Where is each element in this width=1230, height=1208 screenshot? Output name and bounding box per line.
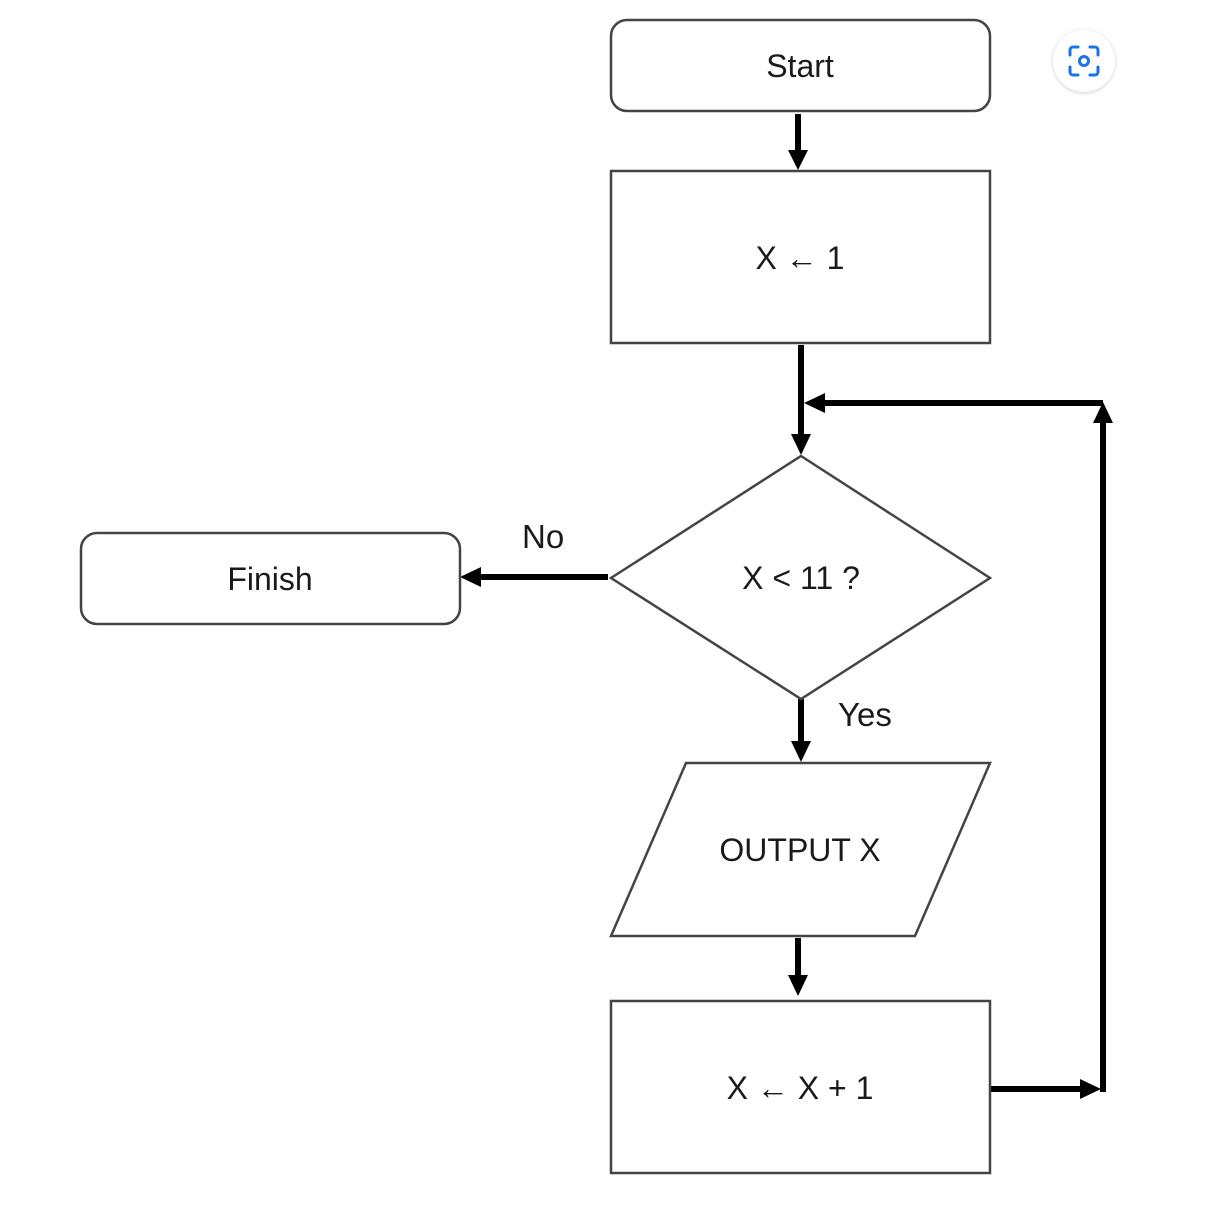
arrowhead-loop-up [1093, 402, 1113, 423]
edges [460, 114, 1113, 1099]
arrowhead-decision-to-output [791, 741, 811, 762]
init-label: X ← 1 [756, 240, 845, 276]
arrowhead-init-to-decision [791, 434, 811, 455]
edge-label-no: No [522, 518, 564, 555]
visual-search-button[interactable] [1053, 30, 1115, 92]
decision-diamond-shape [608, 454, 993, 701]
finish-terminal-shape [79, 531, 462, 626]
node-decision: X < 11 ? [608, 454, 993, 701]
increment-process-shape [609, 999, 992, 1175]
decision-label: X < 11 ? [742, 560, 860, 596]
visual-search-icon [1068, 45, 1100, 77]
edge-label-yes: Yes [838, 696, 892, 733]
node-start: Start [609, 18, 992, 113]
node-finish: Finish [79, 531, 462, 626]
start-label: Start [766, 48, 834, 84]
increment-label: X ← X + 1 [727, 1070, 874, 1106]
init-process-shape [609, 169, 992, 345]
arrowhead-loop-back [804, 393, 825, 413]
arrowhead-output-to-increment [788, 975, 808, 996]
start-terminal-shape [609, 18, 992, 113]
output-io-shape [609, 761, 992, 938]
output-label: OUTPUT X [719, 832, 880, 868]
node-increment: X ← X + 1 [609, 999, 992, 1175]
arrowhead-decision-to-finish [460, 567, 481, 587]
finish-label: Finish [227, 561, 312, 597]
node-output: OUTPUT X [609, 761, 992, 938]
arrowhead-increment-to-loop [1080, 1079, 1101, 1099]
arrowhead-start-to-init [788, 150, 808, 170]
node-init: X ← 1 [609, 169, 992, 345]
